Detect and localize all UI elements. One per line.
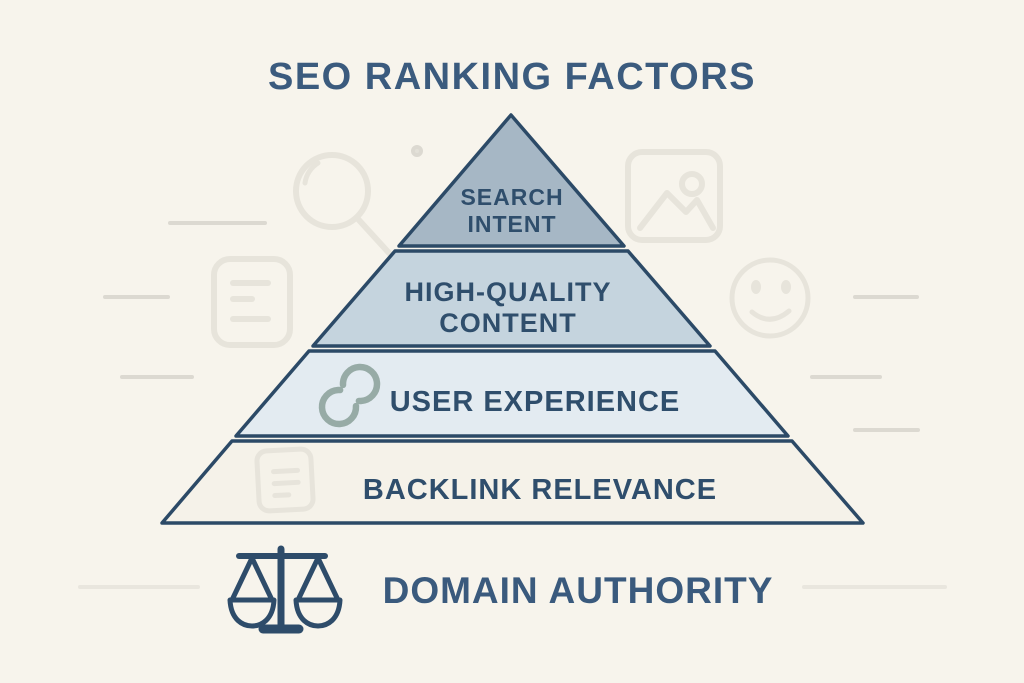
smiley-mouth: [749, 308, 792, 322]
decor-dot: [411, 145, 423, 157]
magnifier-icon: [293, 152, 392, 256]
smiley-icon: [729, 257, 811, 339]
backlink-document-line: [272, 492, 292, 499]
scales-left-bowl: [227, 597, 277, 629]
backlink-document-icon: [254, 446, 316, 514]
scales-icon: [227, 545, 343, 634]
decor-lines: [78, 145, 947, 589]
pyramid-layer-high-quality-content: [311, 249, 712, 348]
layer-label-intent: INTENT: [467, 211, 556, 237]
smiley-eye: [781, 280, 791, 294]
magnifier-handle: [355, 216, 392, 256]
document-icon: [211, 256, 293, 348]
page-title: SEO RANKING FACTORS: [268, 56, 756, 98]
layer-label-user-experience: USER EXPERIENCE: [390, 386, 681, 418]
pyramid-layer-backlink-relevance: [160, 439, 865, 525]
pyramid-layer-search-intent: [397, 113, 626, 248]
image-sun: [679, 171, 705, 197]
backlink-document-line: [271, 467, 301, 475]
document-outline: [211, 256, 293, 348]
image-frame: [625, 149, 723, 243]
layer-label-high-quality: HIGH-QUALITY: [405, 277, 612, 307]
smiley-face: [729, 257, 811, 339]
scales-right-bowl: [293, 597, 343, 629]
chain-link-icon: [318, 363, 381, 428]
layer-label-backlink-relevance: BACKLINK RELEVANCE: [363, 474, 717, 506]
backlink-document-outline: [254, 446, 316, 514]
scales-right-strings: [295, 555, 341, 603]
chain-link-ring: [339, 363, 381, 405]
scales-left-strings: [229, 555, 275, 603]
image-icon: [625, 149, 723, 243]
layer-label-search: SEARCH: [460, 184, 563, 210]
smiley-eye: [751, 280, 761, 294]
magnifier-lens: [293, 152, 371, 230]
base-label-domain-authority: DOMAIN AUTHORITY: [383, 570, 774, 611]
magnifier-highlight: [302, 160, 321, 186]
image-mountains: [637, 190, 716, 231]
layer-label-content: CONTENT: [439, 308, 577, 338]
chain-link-ring: [318, 386, 360, 428]
backlink-document-line: [271, 479, 301, 487]
